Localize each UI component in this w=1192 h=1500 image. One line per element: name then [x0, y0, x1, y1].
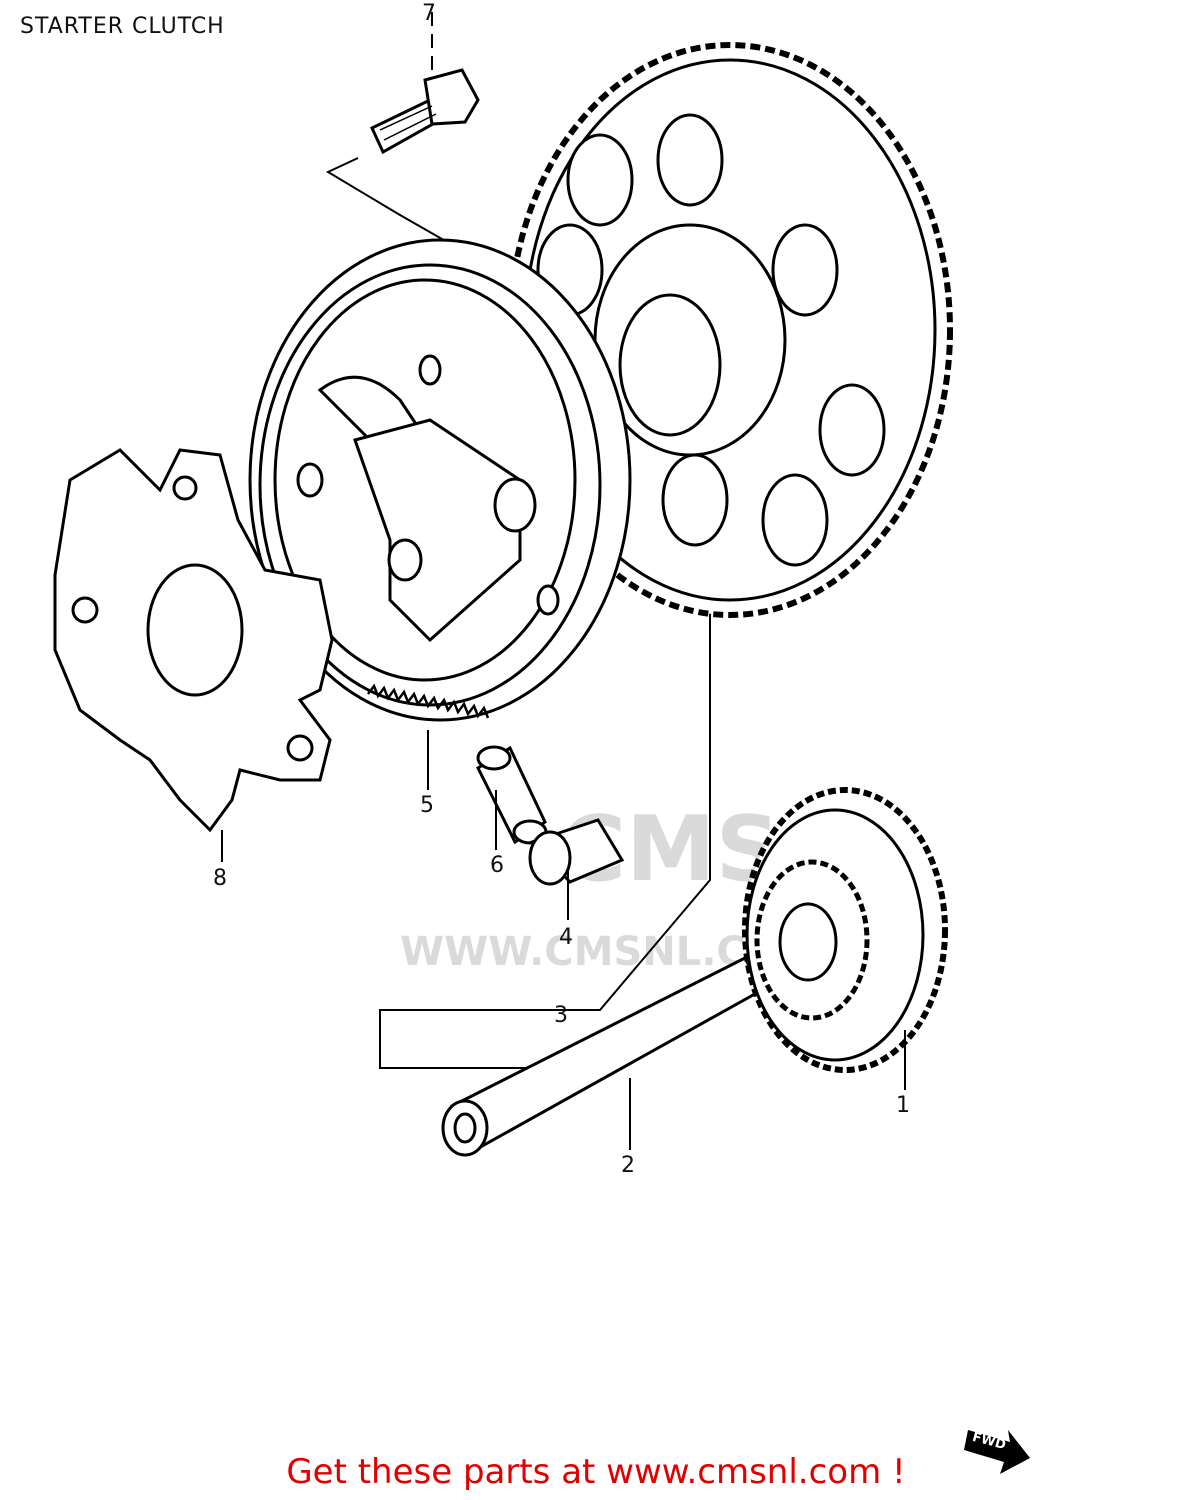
diagram-title: STARTER CLUTCH: [20, 14, 225, 39]
spring: [367, 683, 490, 719]
forward-arrow-icon: [964, 1430, 1030, 1474]
part-label-4: 4: [559, 925, 573, 950]
footer-link[interactable]: Get these parts at www.cmsnl.com !: [286, 1452, 906, 1492]
part-label-7: 7: [422, 1, 436, 26]
roller-pin: [476, 745, 548, 845]
forward-badge-label: FWD: [970, 1429, 1008, 1454]
part-label-6: 6: [490, 853, 504, 878]
part-label-2: 2: [621, 1153, 635, 1178]
part-labels: 7 8 5 6 4 3 2 1: [213, 1, 910, 1178]
bolt: [370, 68, 480, 155]
part-label-3: 3: [554, 1003, 568, 1028]
part-label-8: 8: [213, 866, 227, 891]
driven-gear: [742, 787, 948, 1073]
roller: [528, 818, 625, 886]
part-label-5: 5: [420, 793, 434, 818]
part-label-1: 1: [896, 1093, 910, 1118]
shaft: [441, 955, 765, 1157]
leader-lines: [221, 730, 906, 1150]
clutch-housing: [248, 238, 632, 722]
retainer-plate: [53, 448, 334, 833]
